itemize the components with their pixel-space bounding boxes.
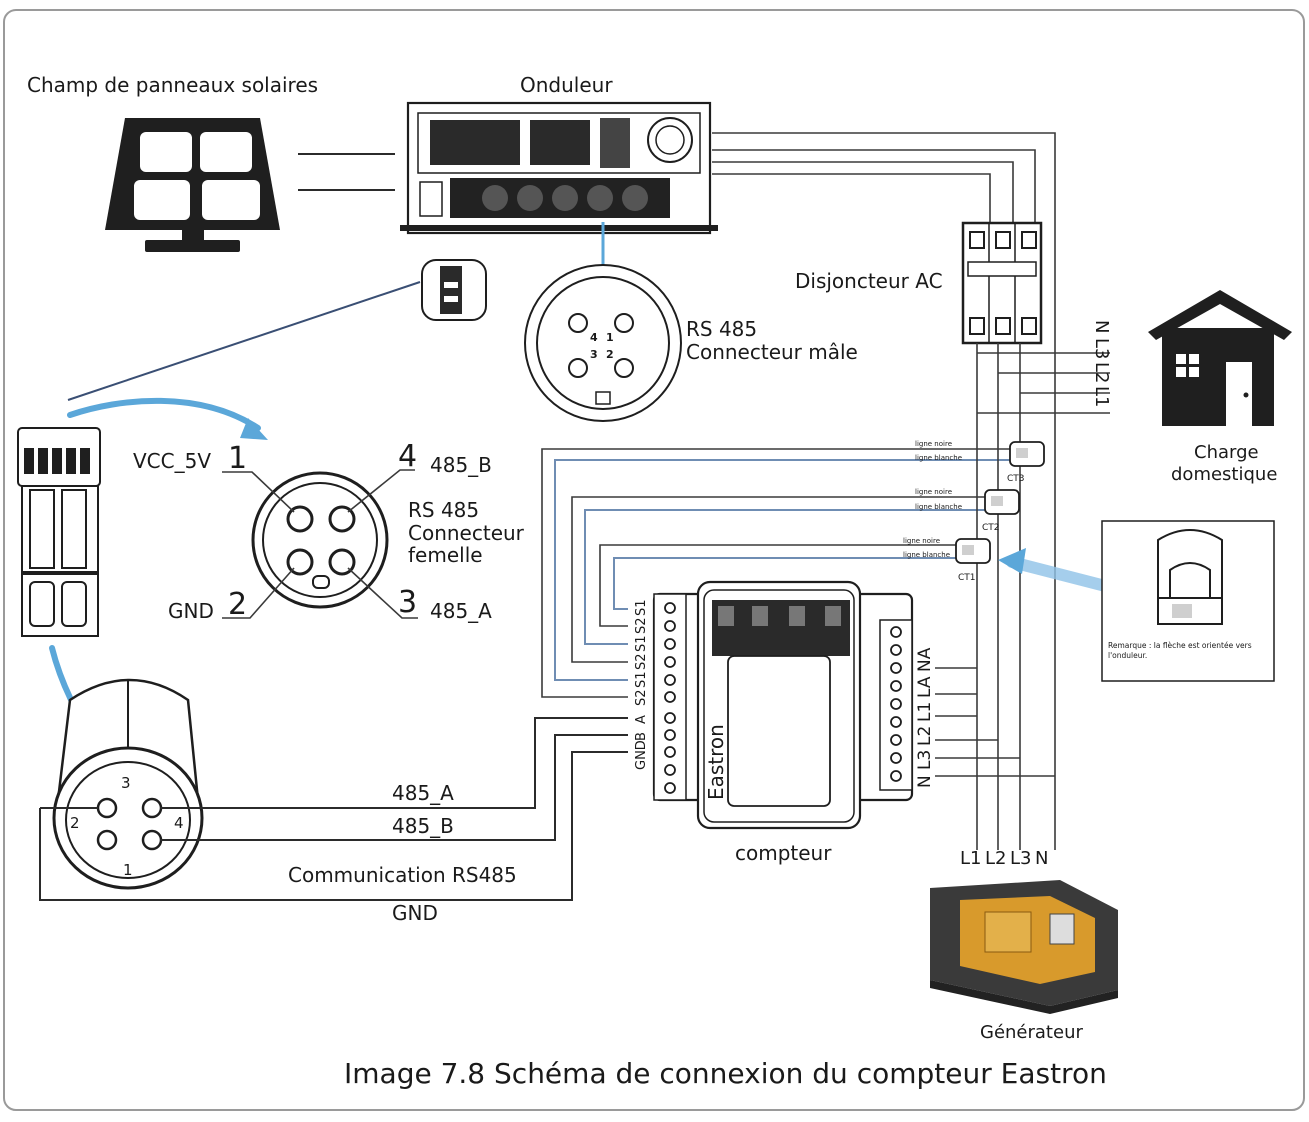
term-s1-b: S1 bbox=[634, 635, 649, 652]
term-a: A bbox=[634, 715, 649, 724]
gen-phase-l1: L1 bbox=[960, 848, 981, 869]
rs485-female-label-3: femelle bbox=[408, 543, 483, 567]
male-pin-4: 4 bbox=[590, 331, 598, 344]
vcc-label: VCC_5V bbox=[133, 449, 211, 473]
ct1-black-label: ligne noire bbox=[903, 537, 940, 545]
term-l1: L1 bbox=[915, 702, 935, 722]
wire-485b-label: 485_B bbox=[392, 814, 454, 838]
female-485a-label: 485_A bbox=[430, 599, 492, 623]
term-l2: L2 bbox=[915, 726, 935, 746]
ct3-label: CT3 bbox=[1007, 474, 1025, 484]
term-s1-c: S1 bbox=[634, 671, 649, 688]
term-s2-c: S2 bbox=[634, 689, 649, 706]
house-phase-l1: L1 bbox=[1091, 386, 1112, 407]
ct3-black-label: ligne noire bbox=[915, 440, 952, 448]
gen-phase-n: N bbox=[1035, 848, 1048, 869]
socket-pin-1: 1 bbox=[123, 861, 133, 879]
ct1-label: CT1 bbox=[958, 573, 976, 583]
female-485b-label: 485_B bbox=[430, 453, 492, 477]
ct3-clamp-icon bbox=[1009, 441, 1045, 467]
term-b: B bbox=[634, 732, 649, 741]
female-pin-3: 3 bbox=[398, 585, 417, 620]
eastron-meter-icon bbox=[652, 580, 914, 830]
ct-note-box bbox=[1101, 520, 1275, 682]
house-phase-n: N bbox=[1091, 320, 1112, 333]
solar-panel-icon bbox=[105, 118, 280, 252]
house-phase-l2: L2 bbox=[1091, 362, 1112, 383]
wire-485a-label: 485_A bbox=[392, 781, 454, 805]
male-pin-1: 1 bbox=[606, 331, 614, 344]
term-s2-a: S2 bbox=[634, 617, 649, 634]
generator-icon bbox=[930, 880, 1118, 1014]
male-pin-2: 2 bbox=[606, 348, 614, 361]
term-na: NA bbox=[915, 647, 935, 672]
ct1-white-label: ligne blanche bbox=[903, 551, 950, 559]
gnd-pin-label: GND bbox=[168, 599, 214, 623]
wire-gnd-label: GND bbox=[392, 901, 438, 925]
ct2-clamp-icon bbox=[984, 489, 1020, 515]
ct1-clamp-icon bbox=[955, 538, 991, 564]
house-load-label-1: Charge bbox=[1194, 442, 1259, 463]
ct2-black-label: ligne noire bbox=[915, 488, 952, 496]
inverter-label: Onduleur bbox=[520, 73, 613, 97]
socket-pin-3: 3 bbox=[121, 774, 131, 792]
rs485-female-label-2: Connecteur bbox=[408, 521, 525, 545]
house-phase-labels: N L3 L2 L1 bbox=[1091, 320, 1112, 407]
female-pin-1: 1 bbox=[228, 441, 247, 476]
female-pin-4: 4 bbox=[398, 439, 417, 474]
house-load-label-2: domestique bbox=[1171, 464, 1277, 485]
gen-phase-l3: L3 bbox=[1010, 848, 1031, 869]
rs485-plug-icon bbox=[17, 427, 101, 637]
term-gnd: GND bbox=[634, 740, 649, 770]
ct2-label: CT2 bbox=[982, 523, 1000, 533]
gen-phase-l2: L2 bbox=[985, 848, 1006, 869]
ac-breaker-icon bbox=[961, 221, 1043, 345]
meter-left-terminal-labels: S1 S2 S1 S2 S1 S2 A B GND bbox=[634, 599, 649, 770]
term-l3: L3 bbox=[915, 750, 935, 770]
socket-pin-2: 2 bbox=[70, 814, 80, 832]
meter-brand-label: Eastron bbox=[704, 724, 728, 800]
rs485-male-label-2: Connecteur mâle bbox=[686, 340, 858, 364]
ct2-white-label: ligne blanche bbox=[915, 503, 962, 511]
term-n: N bbox=[915, 775, 935, 788]
meter-right-terminal-labels: NA LA L1 L2 L3 N bbox=[915, 647, 935, 788]
ct3-white-label: ligne blanche bbox=[915, 454, 962, 462]
rs485-socket-icon bbox=[52, 678, 204, 890]
rs485-female-label-1: RS 485 bbox=[408, 498, 479, 522]
small-plug-icon bbox=[421, 259, 487, 321]
comm-label: Communication RS485 bbox=[288, 863, 517, 887]
term-s1-a: S1 bbox=[634, 599, 649, 616]
house-icon bbox=[1148, 290, 1292, 426]
term-la: LA bbox=[915, 676, 935, 698]
male-pin-3: 3 bbox=[590, 348, 598, 361]
solar-field-label: Champ de panneaux solaires bbox=[27, 73, 318, 97]
socket-pin-4: 4 bbox=[174, 814, 184, 832]
ct-note-text: Remarque : la flèche est orientée vers l… bbox=[1108, 641, 1252, 660]
rs485-male-connector-icon bbox=[524, 264, 682, 422]
meter-label: compteur bbox=[735, 841, 832, 865]
generator-label: Générateur bbox=[980, 1022, 1083, 1043]
inverter-icon bbox=[400, 101, 718, 235]
diagram-caption: Image 7.8 Schéma de connexion du compteu… bbox=[344, 1057, 1107, 1090]
term-s2-b: S2 bbox=[634, 653, 649, 670]
female-pin-2: 2 bbox=[228, 587, 247, 622]
ac-breaker-label: Disjoncteur AC bbox=[795, 269, 943, 293]
rs485-male-label-1: RS 485 bbox=[686, 317, 757, 341]
house-phase-l3: L3 bbox=[1091, 338, 1112, 359]
